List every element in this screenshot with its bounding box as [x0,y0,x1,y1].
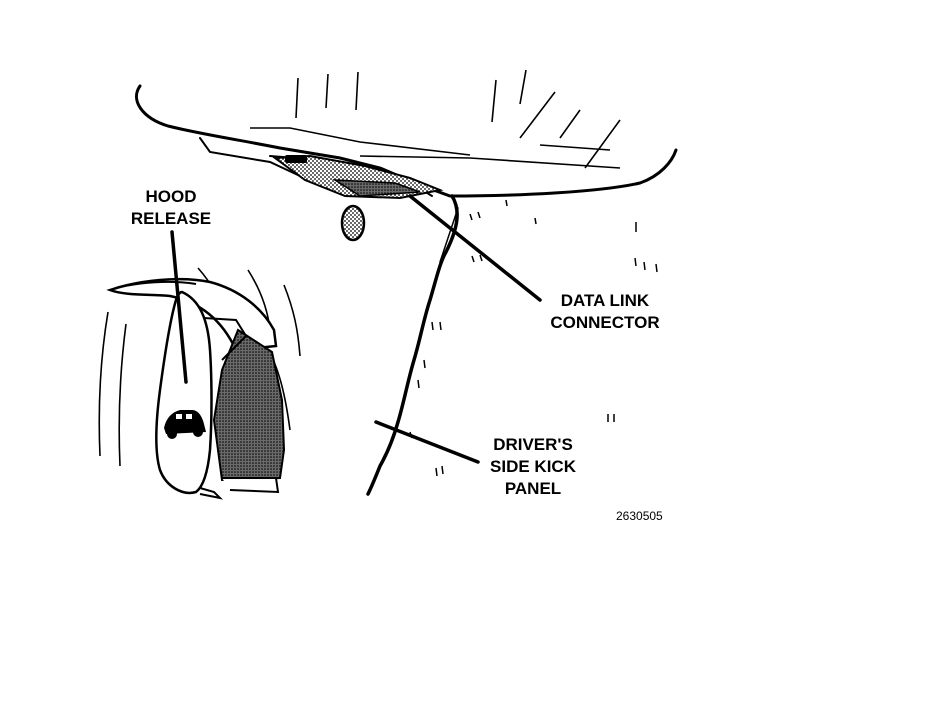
car-icon [164,410,206,439]
dashboard-lines [250,69,621,169]
label-kick-panel-line2: SIDE KICK [490,457,576,476]
leader-lines [170,194,542,464]
label-data-link-line1: DATA LINK [560,291,650,310]
label-hood-release: HOOD RELEASE [118,186,224,230]
label-data-link-line2: CONNECTOR [550,313,660,332]
leader-hood-release [170,230,188,384]
round-knob [340,204,366,242]
label-data-link-connector: DATA LINK CONNECTOR [534,290,676,334]
hood-release-lever [155,290,280,500]
label-kick-panel-line1: DRIVER'S [493,435,573,454]
figure-number: 2630505 [616,509,663,523]
leader-kick-panel [374,420,480,464]
label-hood-release-line1: HOOD [145,187,197,206]
connector-block [272,154,444,200]
label-kick-panel: DRIVER'S SIDE KICK PANEL [474,434,592,500]
recess-shadow [212,328,286,482]
label-kick-panel-line3: PANEL [504,479,562,498]
leader-data-link [408,194,542,302]
kick-panel-edge [366,194,459,496]
label-hood-release-line2: RELEASE [130,209,212,228]
